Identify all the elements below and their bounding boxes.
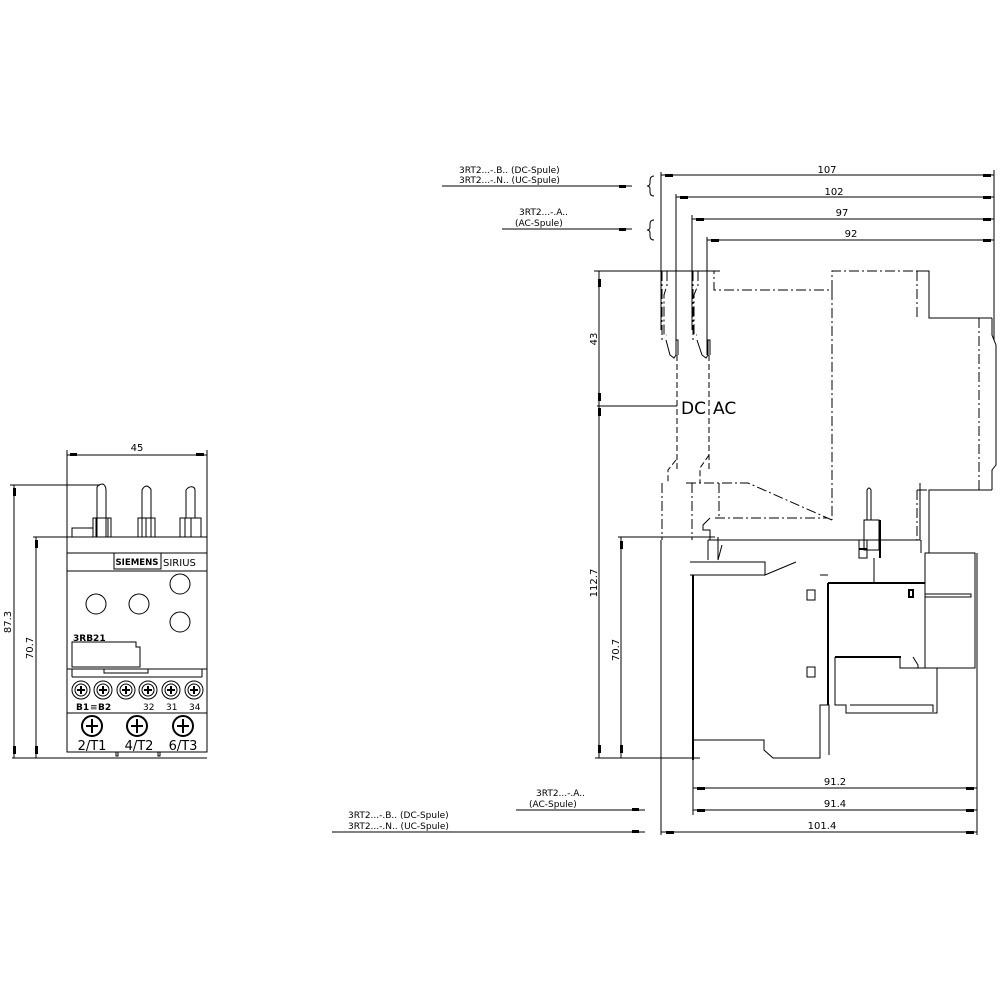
callout-bottom-uc-spule: 3RT2...-.N.. (UC-Spule) <box>348 822 449 832</box>
type-label: 3RB21 <box>73 634 106 644</box>
main-terminals <box>81 715 194 737</box>
callout-bottom-ac-type: 3RT2...-.A.. <box>536 789 585 799</box>
bottom-dimensions: 91.2 91.4 101.4 3RT2...-.A.. (AC-Spule) … <box>332 540 978 835</box>
aux-terminals <box>71 680 204 700</box>
callout-uc-spule: 3RT2...-.N.. (UC-Spule) <box>459 176 560 186</box>
coil-label-dc: DC <box>681 399 706 419</box>
terminal-label-b1: B1 <box>76 703 89 713</box>
callout-ac-type: 3RT2...-.A.. <box>519 208 568 218</box>
dim-112-7: 112.7 <box>589 569 600 598</box>
siemens-logo: SIEMENS <box>116 558 159 568</box>
callout-bottom-ac-spule: (AC-Spule) <box>529 800 577 810</box>
dim-91-2: 91.2 <box>824 777 846 788</box>
dim-92: 92 <box>845 229 858 240</box>
side-view: 3RT2...-.B.. (DC-Spule) 3RT2...-.N.. (UC… <box>442 165 997 760</box>
dim-width-45: 45 <box>131 443 144 454</box>
dim-70-7: 70.7 <box>611 639 622 661</box>
main-terminal-2-t1: 2/T1 <box>78 739 107 754</box>
dim-height-87-3: 87.3 <box>3 611 14 633</box>
sirius-label: SIRIUS <box>163 558 196 569</box>
terminal-label-32: 32 <box>143 703 154 713</box>
setting-dial <box>169 611 191 633</box>
front-view: 45 87.3 70.7 SIEMENS SIRIUS <box>3 443 208 759</box>
main-terminal-4-t2: 4/T2 <box>125 739 154 754</box>
callout-dc-spule: 3RT2...-.B.. (DC-Spule) <box>459 166 560 176</box>
main-terminal-6-t3: 6/T3 <box>169 739 198 754</box>
terminal-label-b2: B2 <box>98 703 111 713</box>
svg-text:≡: ≡ <box>90 703 98 713</box>
setting-dial <box>128 593 150 615</box>
dim-102: 102 <box>824 187 843 198</box>
callout-ac-spule: (AC-Spule) <box>515 219 563 229</box>
dim-height-70-7: 70.7 <box>25 637 36 659</box>
callout-bottom-dc-spule: 3RT2...-.B.. (DC-Spule) <box>348 811 449 821</box>
dim-101-4: 101.4 <box>808 821 837 832</box>
coil-label-ac: AC <box>713 399 736 419</box>
dim-91-4: 91.4 <box>824 799 846 810</box>
dim-97: 97 <box>836 208 849 219</box>
dim-43: 43 <box>589 333 600 346</box>
setting-dial <box>85 593 107 615</box>
terminal-label-34: 34 <box>189 703 201 713</box>
setting-dial <box>169 573 191 595</box>
terminal-label-31: 31 <box>166 703 177 713</box>
dim-107: 107 <box>817 165 836 176</box>
siemens-logo-box <box>113 552 162 570</box>
